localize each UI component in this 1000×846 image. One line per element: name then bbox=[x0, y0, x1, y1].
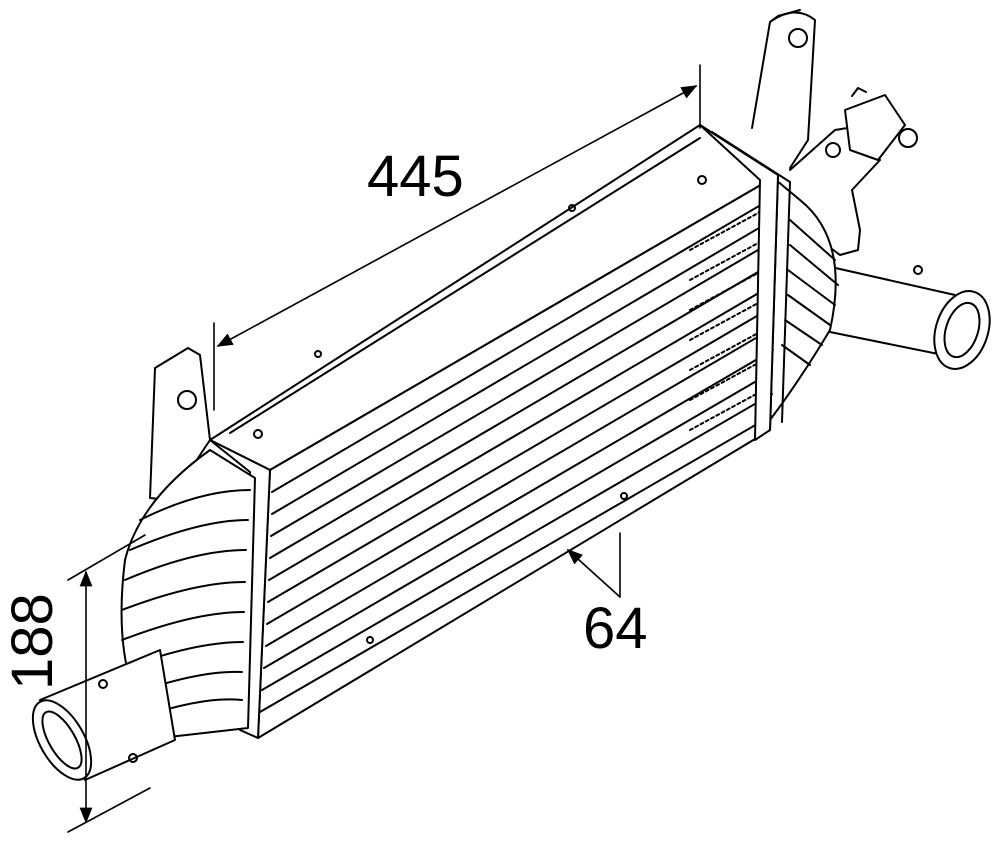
pressure-sensor bbox=[789, 87, 918, 256]
dimension-depth-lines bbox=[566, 532, 621, 598]
left-inlet-pipe bbox=[31, 649, 176, 781]
dimension-depth-label: 64 bbox=[583, 596, 648, 661]
dimension-height-lines bbox=[67, 534, 151, 833]
dimension-length-label: 445 bbox=[367, 144, 464, 209]
right-outlet-pipe bbox=[799, 259, 991, 370]
dimension-height-label: 188 bbox=[0, 593, 65, 690]
right-mounting-bracket bbox=[751, 9, 816, 169]
dimension-length-lines bbox=[213, 64, 701, 411]
intercooler-core bbox=[209, 124, 791, 739]
